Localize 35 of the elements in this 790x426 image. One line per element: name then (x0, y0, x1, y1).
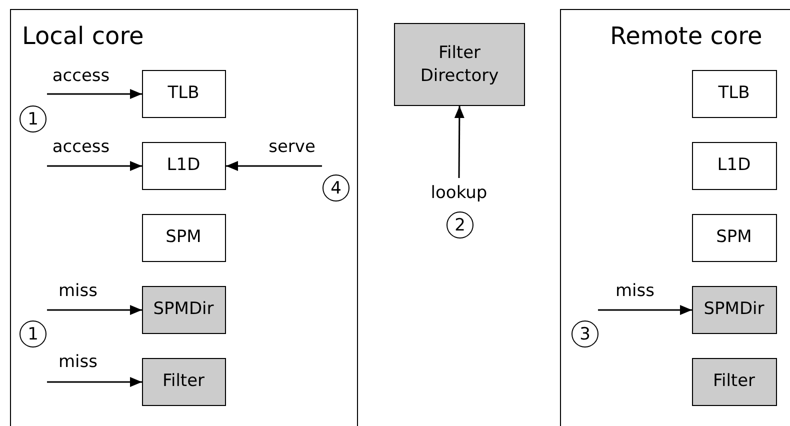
box-label: Filter Directory (419, 42, 500, 88)
component-box (692, 214, 776, 262)
component-box (142, 70, 226, 118)
box-label: SPMDir (153, 298, 214, 321)
box-label: SPM (716, 226, 752, 249)
component-box (394, 23, 525, 106)
arrow (226, 161, 322, 171)
step-number: 2 (446, 212, 474, 238)
component-box (692, 286, 776, 334)
box-label: L1D (166, 154, 200, 177)
arrow (598, 305, 692, 315)
component-box (142, 214, 226, 262)
box-label: TLB (718, 82, 750, 105)
box-label: L1D (717, 154, 751, 177)
core-panel (10, 9, 358, 426)
arrow (454, 106, 464, 178)
component-box (692, 358, 776, 406)
panel-title: Local core (22, 22, 144, 50)
component-box (142, 358, 226, 406)
panel-title: Remote core (610, 22, 762, 50)
arrow (47, 377, 142, 387)
box-label: SPMDir (704, 298, 764, 321)
box-label: SPM (166, 226, 202, 249)
arrow (47, 89, 142, 99)
edge-label: lookup (430, 183, 488, 203)
component-box (692, 70, 776, 118)
arrow (47, 161, 142, 171)
component-box (142, 286, 226, 334)
component-box (142, 142, 226, 190)
box-label: TLB (168, 82, 200, 105)
core-panel (560, 9, 790, 426)
component-box (692, 142, 776, 190)
box-label: Filter (712, 370, 756, 393)
box-label: Filter (162, 370, 205, 393)
arrow (47, 305, 142, 315)
